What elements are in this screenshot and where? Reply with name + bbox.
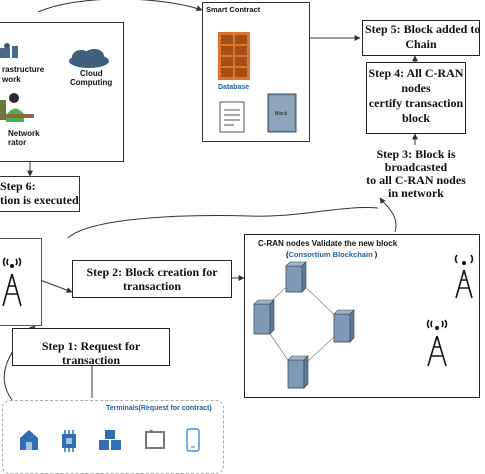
document-icon <box>219 101 245 133</box>
terminals-label: Terminals(Request for contract) <box>106 405 212 412</box>
operator-label-1: Network <box>8 129 40 138</box>
arrow-step2-to-cran <box>67 207 379 239</box>
tablet-icon <box>145 429 165 449</box>
cloud-label-1: Cloud <box>80 69 103 78</box>
arrow-tower-to-step2 <box>39 279 73 293</box>
chip-icon <box>62 430 76 452</box>
step3-box <box>370 145 462 197</box>
step6-box: Step 6: tion is executed <box>0 176 80 212</box>
cell-tower-icon-middle <box>426 319 448 367</box>
step5-line1: Step 5: Block added to <box>365 22 481 36</box>
smart-home-icon <box>20 430 38 450</box>
cran-network <box>253 261 355 389</box>
cloud-icon <box>69 49 109 68</box>
infra-label-2: work <box>2 75 21 84</box>
step2-line2: transaction <box>123 279 181 293</box>
step5-box: Step 5: Block added to Chain <box>362 20 480 56</box>
block-label: Block <box>275 111 288 117</box>
cran-node-left <box>253 299 275 335</box>
step5-line2: Chain <box>405 37 437 51</box>
step3-line1: Step 3: Block is <box>376 147 456 161</box>
step3-line3: to all C-RAN nodes <box>366 173 466 187</box>
cran-node-right <box>333 309 355 343</box>
block-icon <box>267 93 297 133</box>
boxes-icon <box>99 430 121 450</box>
step4-line4: block <box>401 111 430 125</box>
connector-lines <box>3 0 418 401</box>
step4-line2: nodes <box>401 81 431 95</box>
network-operator-icon <box>0 93 34 122</box>
step4-line3: certify transaction <box>368 96 464 110</box>
cran-subtitle-open: ( <box>286 250 289 259</box>
step6-line2: tion is executed <box>0 193 79 207</box>
step4-line1: Step 4: All C-RAN <box>368 66 464 80</box>
step2-box: Step 2: Block creation for transaction <box>72 260 232 298</box>
cran-title: C-RAN nodes Validate the new block <box>258 239 398 248</box>
infrastructure-icon <box>0 43 18 58</box>
cloud-label-2: Computing <box>70 78 113 87</box>
cran-node-bottom <box>287 355 309 389</box>
database-icon <box>218 32 250 80</box>
cran-subtitle-row: (Consortium Blockchain ) <box>286 250 377 259</box>
cran-subtitle: Consortium Blockchain <box>288 250 373 259</box>
cran-panel <box>244 234 480 398</box>
cell-tower-icon-right <box>454 254 474 299</box>
step3-line4: in network <box>388 186 444 200</box>
step3-line2: broadcasted <box>384 160 448 174</box>
cran-subtitle-close: ) <box>372 250 378 259</box>
arrow-to-smart-contract <box>37 0 203 13</box>
database-label: Database <box>218 84 250 91</box>
phone-icon <box>186 428 200 452</box>
arrow-cran-to-step3 <box>379 197 397 233</box>
step1-box: Step 1: Request for transaction <box>12 328 170 367</box>
step1-label: Step 1: Request for transaction <box>41 339 141 367</box>
cran-node-top <box>285 261 307 293</box>
cell-tower-icon <box>2 257 22 307</box>
tower-panel <box>0 238 42 326</box>
step2-line1: Step 2: Block creation for <box>86 265 218 279</box>
operator-label-2: rator <box>8 138 27 147</box>
smart-contract-title: Smart Contract <box>206 5 261 14</box>
step6-line1: Step 6: <box>0 179 36 193</box>
infra-label-1: rastructure <box>2 65 45 74</box>
infrastructure-panel <box>0 22 124 162</box>
step4-box: Step 4: All C-RAN nodes certify transact… <box>366 62 466 134</box>
